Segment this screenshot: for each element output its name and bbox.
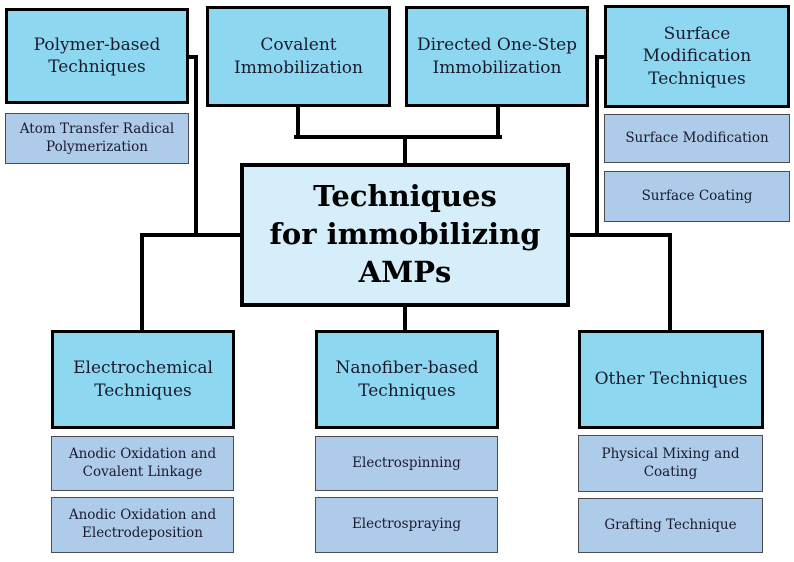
node-nanofiber-based-techniques: Nanofiber-based Techniques bbox=[315, 330, 499, 429]
node-label: Techniques for immobilizing AMPs bbox=[269, 179, 541, 289]
node-surface-modification: Surface Modification bbox=[604, 114, 790, 163]
node-anodic-oxidation-and-covalent-linkage: Anodic Oxidation and Covalent Linkage bbox=[51, 436, 234, 491]
node-label: Directed One-Step Immobilization bbox=[416, 35, 578, 78]
node-label: Other Techniques bbox=[594, 369, 748, 390]
node-label: Anodic Oxidation and Covalent Linkage bbox=[68, 445, 217, 480]
node-surface-modification-techniques: Surface Modification Techniques bbox=[604, 5, 790, 108]
connector-polymer-to-hub bbox=[186, 55, 198, 237]
node-label: Surface Modification Techniques bbox=[642, 24, 752, 89]
node-label: Physical Mixing and Coating bbox=[601, 445, 740, 480]
node-label: Grafting Technique bbox=[604, 516, 737, 533]
node-physical-mixing-and-coating: Physical Mixing and Coating bbox=[578, 435, 763, 492]
node-polymer-based-techniques: Polymer-based Techniques bbox=[5, 8, 189, 104]
node-label: Polymer-based Techniques bbox=[33, 34, 161, 77]
node-surface-coating: Surface Coating bbox=[604, 171, 790, 222]
node-atom-transfer-radical-polymerization: Atom Transfer Radical Polymerization bbox=[5, 113, 189, 164]
node-label: Covalent Immobilization bbox=[234, 35, 363, 78]
node-electrochemical-techniques: Electrochemical Techniques bbox=[51, 330, 235, 429]
connector-surface-to-hub bbox=[595, 55, 607, 237]
node-label: Anodic Oxidation and Electrodeposition bbox=[68, 507, 217, 541]
node-electrospraying: Electrospraying bbox=[315, 497, 498, 553]
node-label: Atom Transfer Radical Polymerization bbox=[19, 120, 175, 155]
node-covalent-immobilization: Covalent Immobilization bbox=[206, 6, 391, 107]
node-anodic-oxidation-and-electrodeposition: Anodic Oxidation and Electrodeposition bbox=[51, 497, 234, 553]
node-label: Nanofiber-based Techniques bbox=[335, 358, 479, 401]
node-grafting-technique: Grafting Technique bbox=[578, 498, 763, 553]
node-label: Electrospinning bbox=[352, 454, 461, 471]
node-electrospinning: Electrospinning bbox=[315, 436, 498, 491]
node-label: Electrochemical Techniques bbox=[73, 358, 213, 401]
node-label: Surface Modification bbox=[625, 129, 769, 146]
node-label: Electrospraying bbox=[351, 516, 462, 533]
node-other-techniques: Other Techniques bbox=[578, 330, 764, 429]
node-directed-one-step-immobilization: Directed One-Step Immobilization bbox=[405, 6, 589, 107]
node-label: Surface Coating bbox=[641, 187, 753, 204]
node-center-techniques-for-immobilizing-amps: Techniques for immobilizing AMPs bbox=[240, 163, 570, 307]
